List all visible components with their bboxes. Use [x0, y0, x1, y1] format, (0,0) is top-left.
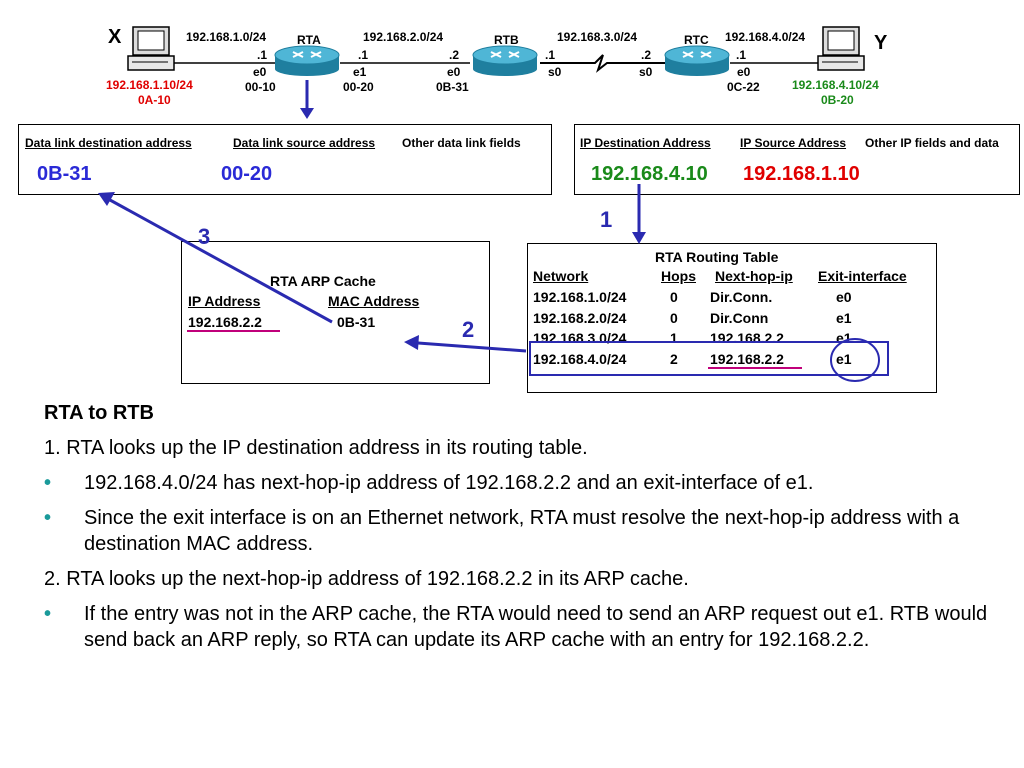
ip-src-header: IP Source Address: [740, 136, 847, 150]
rta-e0-label: e0: [253, 65, 267, 79]
rta-e0-mac: 00-10: [245, 80, 276, 94]
table-cell: 0: [670, 289, 678, 305]
notes-bullet2-text: Since the exit interface is on an Ethern…: [84, 507, 960, 555]
ip-packet-box: IP Destination Address IP Source Address…: [574, 124, 1020, 195]
table-row: 192.168.3.0/24: [533, 330, 627, 346]
net2-label: 192.168.2.0/24: [363, 30, 444, 44]
rtb-label: RTB: [494, 33, 519, 47]
rta-e1-label: e1: [353, 65, 367, 79]
rtb-e0-host: .2: [449, 48, 460, 62]
notes-bullet1-text: 192.168.4.0/24 has next-hop-ip address o…: [84, 472, 814, 494]
host-x-mac: 0A-10: [138, 93, 171, 107]
rtc-e0-label: e0: [737, 65, 751, 79]
step-2-number: 2: [462, 317, 475, 342]
table-cell: 2: [670, 351, 678, 367]
router-icon: [664, 45, 730, 76]
table-cell: e0: [836, 289, 852, 305]
notes-heading: RTA to RTB: [44, 402, 154, 424]
data-link-frame-box: Data link destination address Data link …: [18, 124, 552, 195]
host-y-mac: 0B-20: [821, 93, 854, 107]
table-cell: 1: [670, 330, 678, 346]
router-icon: [472, 45, 538, 76]
computer-icon: [817, 26, 865, 71]
notes-bullet2: • Since the exit interface is on an Ethe…: [44, 505, 1004, 557]
rt-nexthop-header: Next-hop-ip: [715, 268, 793, 284]
arp-row-mac: 0B-31: [337, 314, 376, 330]
table-row: 192.168.2.0/24: [533, 310, 627, 326]
step-1-number: 1: [600, 207, 613, 232]
rtc-s0-host: .2: [641, 48, 652, 62]
dl-other-header: Other data link fields: [402, 136, 521, 150]
dl-src-header: Data link source address: [233, 136, 376, 150]
table-cell: e1: [836, 330, 852, 346]
arp-cache-box: RTA ARP Cache IP Address MAC Address 192…: [181, 241, 490, 384]
rta-e1-host: .1: [358, 48, 369, 62]
dl-dest-value: 0B-31: [37, 163, 92, 185]
host-x-label: X: [108, 26, 122, 48]
ip-dest-value: 192.168.4.10: [591, 163, 708, 185]
host-y-ip: 192.168.4.10/24: [792, 78, 879, 92]
rtc-e0-host: .1: [736, 48, 747, 62]
bullet-icon: •: [44, 507, 52, 529]
notes-bullet3: • If the entry was not in the ARP cache,…: [44, 601, 1004, 653]
rtb-e0-label: e0: [447, 65, 461, 79]
table-cell: Dir.Conn.: [710, 289, 773, 305]
arrow-head: [300, 108, 314, 119]
table-cell: e1: [836, 310, 852, 326]
table-cell: Dir.Conn: [710, 310, 769, 326]
table-cell: 192.168.2.2: [710, 351, 784, 367]
router-icon: [274, 45, 340, 76]
net3-label: 192.168.3.0/24: [557, 30, 638, 44]
table-cell: 192.168.2.2: [710, 330, 784, 346]
rta-label: RTA: [297, 33, 321, 47]
host-x-ip: 192.168.1.10/24: [106, 78, 193, 92]
rtc-label: RTC: [684, 33, 709, 47]
notes-step1: 1. RTA looks up the IP destination addre…: [44, 437, 588, 459]
rtb-s0-host: .1: [545, 48, 556, 62]
notes-bullet3-text: If the entry was not in the ARP cache, t…: [84, 603, 988, 651]
serial-link-rtb-rtc: [540, 54, 665, 73]
routing-table-title: RTA Routing Table: [655, 249, 779, 265]
rt-network-header: Network: [533, 268, 589, 284]
rtc-s0-label: s0: [639, 65, 653, 79]
ip-other-header: Other IP fields and data: [865, 136, 999, 150]
net1-label: 192.168.1.0/24: [186, 30, 267, 44]
table-cell: 0: [670, 310, 678, 326]
arp-ip-header: IP Address: [188, 293, 261, 309]
table-row: 192.168.4.0/24: [533, 351, 627, 367]
routing-table-box: RTA Routing Table Network Hops Next-hop-…: [527, 243, 937, 393]
bullet-icon: •: [44, 603, 52, 625]
table-row: 192.168.1.0/24: [533, 289, 627, 305]
ip-dest-header: IP Destination Address: [580, 136, 711, 150]
rtc-e0-mac: 0C-22: [727, 80, 760, 94]
explanation-notes: RTA to RTB 1. RTA looks up the IP destin…: [44, 400, 1004, 653]
arp-row-ip: 192.168.2.2: [188, 314, 262, 330]
rtb-s0-label: s0: [548, 65, 562, 79]
bullet-icon: •: [44, 472, 52, 494]
rt-exit-header: Exit-interface: [818, 268, 907, 284]
rt-hops-header: Hops: [661, 268, 696, 284]
rta-e1-mac: 00-20: [343, 80, 374, 94]
dl-src-value: 00-20: [221, 163, 273, 185]
notes-bullet1: • 192.168.4.0/24 has next-hop-ip address…: [44, 470, 1004, 496]
computer-icon: [127, 26, 175, 71]
dl-dest-header: Data link destination address: [25, 136, 192, 150]
step-3-number: 3: [198, 224, 211, 249]
rtb-e0-mac: 0B-31: [436, 80, 469, 94]
net4-label: 192.168.4.0/24: [725, 30, 806, 44]
arp-cache-title: RTA ARP Cache: [270, 273, 376, 289]
host-y-label: Y: [874, 32, 888, 54]
network-topology: [127, 26, 865, 119]
ip-src-value: 192.168.1.10: [743, 163, 860, 185]
notes-step2: 2. RTA looks up the next-hop-ip address …: [44, 568, 689, 590]
rta-e0-host: .1: [257, 48, 268, 62]
arp-mac-header: MAC Address: [328, 293, 420, 309]
table-cell: e1: [836, 351, 852, 367]
